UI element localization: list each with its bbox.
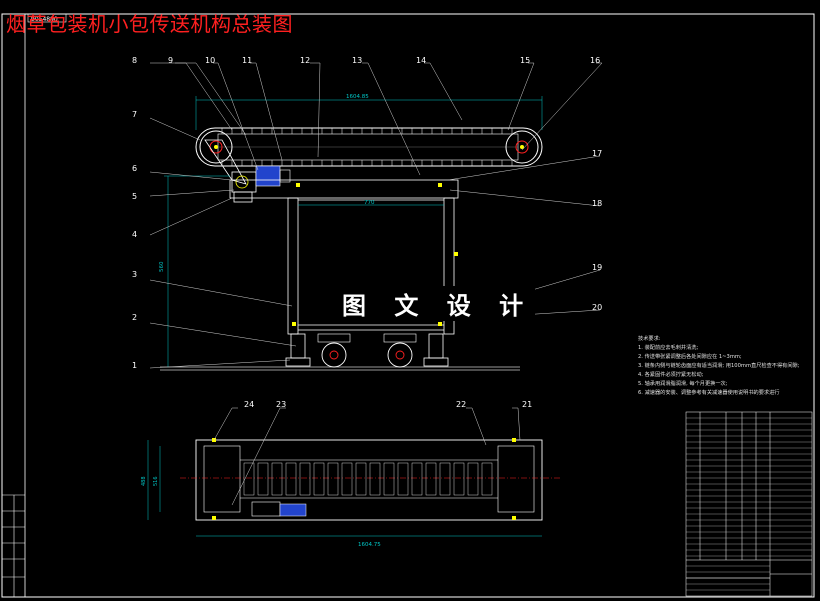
balloon-7: 7: [132, 110, 137, 119]
balloon-5: 5: [132, 192, 137, 201]
plan-dimensions: [147, 440, 542, 537]
brackets: [292, 183, 458, 326]
balloon-15: 15: [520, 56, 530, 65]
balloon-17: 17: [592, 149, 602, 158]
balloon-6: 6: [132, 164, 137, 173]
balloon-21: 21: [522, 400, 532, 409]
balloon-19: 19: [592, 263, 602, 272]
balloon-group-front: 8 9 10 11 12 13 14 15 16 7 6 5 4 3 2 1 1…: [132, 56, 602, 370]
note-item: 3. 链条内侧与链轮齿面应有适当润滑; 用100mm直尺检查不得有间隙;: [638, 363, 800, 369]
balloon-4: 4: [132, 230, 137, 239]
plan-motor: [251, 501, 307, 517]
dim-frame-width: 770: [364, 200, 375, 206]
balloon-18: 18: [592, 199, 602, 208]
dim-overall-length-top: 1604.85: [346, 94, 369, 100]
conveyor-belt: [195, 127, 543, 167]
note-item: 4. 各紧固件必须拧紧无松动;: [638, 372, 704, 378]
inner-border: [24, 13, 815, 598]
leveling-foot-right: [423, 333, 449, 367]
plan-yellow-marks: [212, 438, 516, 520]
drive-chain: [204, 139, 247, 185]
balloon-24: 24: [244, 400, 254, 409]
plan-belt-slats: [243, 462, 493, 496]
parts-list-table: [685, 411, 813, 597]
balloon-8: 8: [132, 56, 137, 65]
balloon-9: 9: [168, 56, 173, 65]
note-item: 5. 轴承用润滑脂润滑, 每个月更换一次;: [638, 381, 728, 387]
balloon-14: 14: [416, 56, 426, 65]
balloon-1: 1: [132, 361, 137, 370]
notes-heading: 技术要求:: [638, 336, 661, 342]
front-dimensions: [164, 96, 543, 367]
note-item: 6. 减速器的安装、调整参考有关减速器使用说明书的要求进行: [638, 390, 780, 396]
dim-plan-height-1: 488: [141, 476, 147, 486]
dim-plan-height-2: 516: [153, 476, 159, 486]
balloon-22: 22: [456, 400, 466, 409]
leveling-foot-left: [285, 333, 311, 367]
left-stamp-column: [2, 494, 25, 597]
motor-reducer: [231, 165, 291, 193]
watermark-text: 图 文 设 计: [340, 286, 536, 321]
dim-height-left: 560: [159, 261, 165, 272]
balloon-2: 2: [132, 313, 137, 322]
plan-leaders: [213, 407, 521, 506]
balloon-group-plan: 24 23 22 21: [244, 400, 532, 409]
drawing-title: 烟草包装机小包传送机构总装图: [6, 12, 293, 36]
tail-pulley: [505, 130, 539, 164]
conveyor-chain-top: [221, 128, 513, 166]
plan-view: [180, 439, 560, 521]
front-leaders: [149, 62, 603, 369]
caster-wheel-left: [317, 333, 351, 368]
balloon-16: 16: [590, 56, 600, 65]
ground: [160, 366, 520, 371]
note-item: 2. 传送带张紧调整后各处间隙应在 1~3mm;: [638, 354, 742, 360]
top-view-label-box: [27, 13, 67, 23]
caster-wheel-right: [383, 333, 417, 368]
dim-overall-length-plan: 1604.75: [358, 542, 381, 548]
top-view-label: 9054890: [31, 16, 58, 23]
technical-requirements: 技术要求: 1. 装配前应去毛刺并清洗; 2. 传送带张紧调整后各处间隙应在 1…: [638, 335, 813, 398]
balloon-12: 12: [300, 56, 310, 65]
balloon-23: 23: [276, 400, 286, 409]
balloon-3: 3: [132, 270, 137, 279]
balloon-20: 20: [592, 303, 602, 312]
parts-list-rows: [686, 417, 812, 591]
balloon-11: 11: [242, 56, 252, 65]
balloon-10: 10: [205, 56, 215, 65]
note-item: 1. 装配前应去毛刺并清洗;: [638, 345, 699, 351]
balloon-13: 13: [352, 56, 362, 65]
